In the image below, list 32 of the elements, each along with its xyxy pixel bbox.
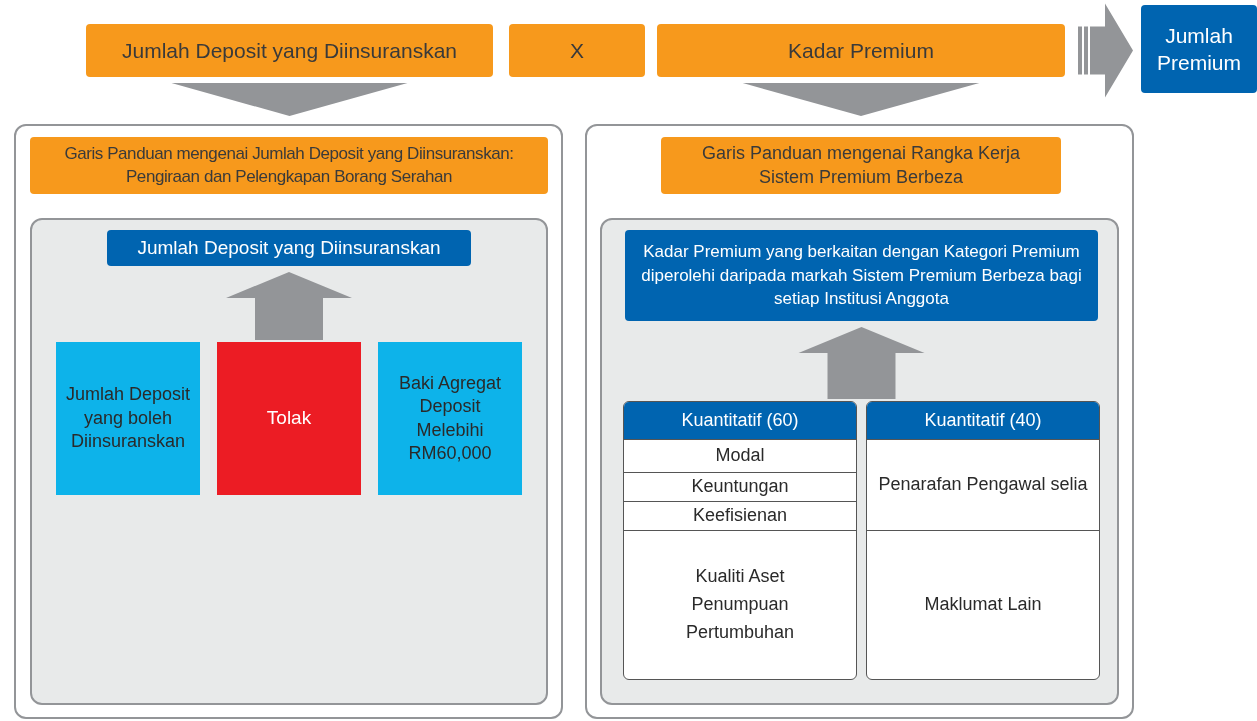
- criteria-table: [866, 401, 1100, 680]
- block-arrow: [171, 83, 408, 116]
- cell-text: Penarafan Pengawal selia: [878, 473, 1088, 497]
- heading-box: Kadar Premium yang berkaitan dengan Kategori Premium diperolehi daripada markah Sistem Premium Berbeza bagi setiap Institusi Anggota: [625, 230, 1098, 321]
- formula-box: Kadar Premium: [657, 24, 1065, 77]
- block-arrow: [742, 83, 980, 116]
- cell-text: Penumpuan: [691, 593, 789, 617]
- panel: [14, 124, 563, 719]
- operator-box: X: [509, 24, 645, 77]
- inner-panel: [600, 218, 1119, 705]
- formula-box: Jumlah Deposit yang Diinsuranskan: [86, 24, 493, 77]
- component-box: Baki Agregat Deposit Melebihi RM60,000: [378, 342, 522, 495]
- table-header: Kuantitatif (40): [867, 402, 1099, 439]
- cell-text: Pertumbuhan: [685, 620, 795, 644]
- guideline-banner: Garis Panduan mengenai Rangka Kerja Sistem Premium Berbeza: [661, 137, 1061, 194]
- block-arrow: [798, 327, 925, 399]
- cell-text: Kualiti Aset: [695, 565, 785, 589]
- guideline-banner: Garis Panduan mengenai Jumlah Deposit yang Diinsuranskan: Pengiraan dan Pelengkapan Borang Serahan: [30, 137, 548, 194]
- heading-box: Jumlah Deposit yang Diinsuranskan: [107, 230, 471, 266]
- cell-text: Keuntungan: [691, 475, 789, 499]
- cell-text: Maklumat Lain: [924, 593, 1042, 617]
- block-arrow: [1078, 3, 1133, 98]
- inner-panel: [30, 218, 548, 705]
- table-header: Kuantitatif (60): [624, 402, 856, 439]
- block-arrow: [226, 272, 352, 340]
- cell-text: Keefisienan: [692, 504, 788, 528]
- panel: [585, 124, 1134, 719]
- operator-box: Tolak: [217, 342, 361, 495]
- result-box: Jumlah Premium: [1141, 5, 1257, 93]
- cell-text: Modal: [715, 444, 765, 468]
- component-box: Jumlah Deposit yang boleh Diinsuranskan: [56, 342, 200, 495]
- criteria-table: [623, 401, 857, 680]
